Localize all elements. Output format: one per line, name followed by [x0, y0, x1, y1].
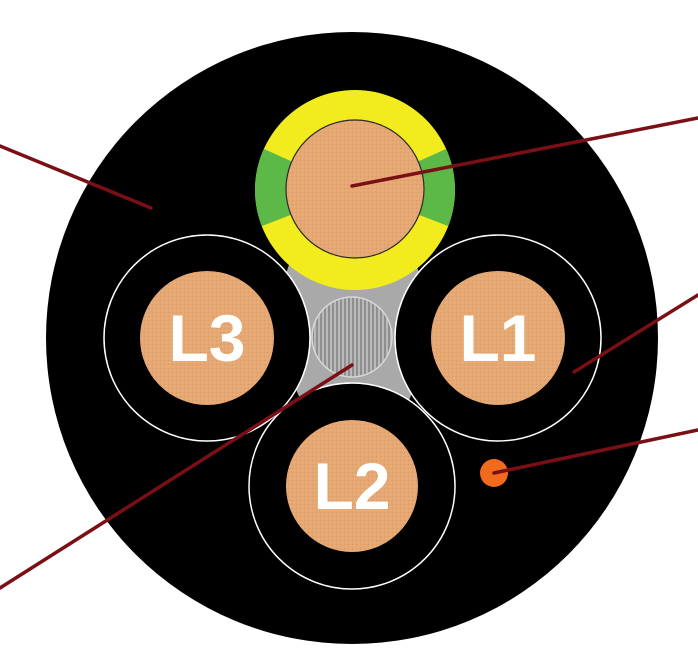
- conductor-l3-label: L3: [168, 301, 245, 375]
- conductor-l1: L1: [394, 234, 602, 442]
- earth-insulation-green-right: [355, 120, 455, 250]
- conductor-l1-core: [431, 271, 565, 405]
- leader-line-earth: [350, 116, 698, 188]
- leader-line-center-core: [0, 363, 354, 590]
- conductor-l3-core: [140, 271, 274, 405]
- center-core: [311, 296, 393, 378]
- earth-conductor: [255, 90, 455, 290]
- conductor-l2: L2: [248, 382, 456, 590]
- conductor-l2-core: [286, 420, 418, 552]
- conductor-l3: L3: [103, 234, 311, 442]
- leader-line-sheath: [0, 144, 153, 210]
- leader-line-indicator: [492, 428, 698, 475]
- earth-insulation-green-left: [255, 120, 355, 250]
- conductor-l1-label: L1: [459, 301, 536, 375]
- conductor-l2-label: L2: [313, 449, 390, 523]
- leader-line-l1-insulation: [572, 293, 698, 374]
- earth-core: [285, 119, 425, 259]
